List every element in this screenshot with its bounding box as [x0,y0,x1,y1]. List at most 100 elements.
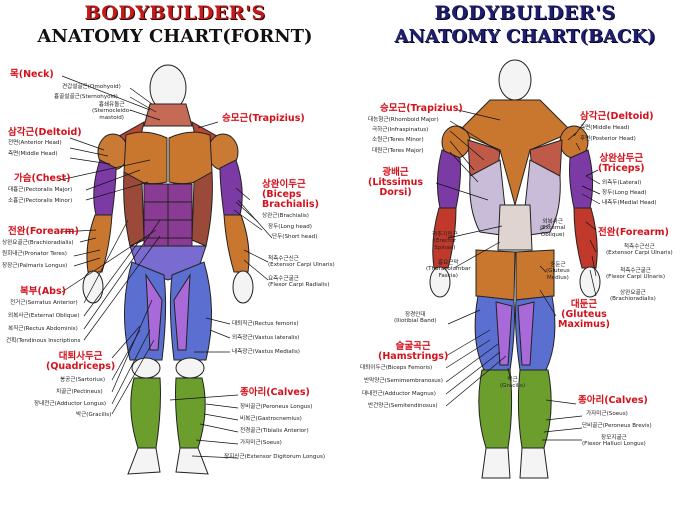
back-triceps-right [569,149,594,209]
front-label-soleus: 가자미근(Soeus) [240,440,282,446]
front-label-forearm: 전완(Forearm) [8,226,79,237]
back-label-long-head: 장두(Long Head) [602,190,647,196]
back-label-hamstrings: 슬굴곡근 (Hamstrings) [378,341,449,362]
front-label-quadriceps: 대퇴사두근 (Quadriceps) [46,351,116,372]
back-head [498,59,532,101]
front-label-tibialis-anterior: 전경골근(Tibialis Anterior) [240,428,309,434]
back-label-semitendinosus: 반건양근(Semitendinosus) [368,403,438,409]
back-label-teres-major: 대원근(Teres Major) [372,148,424,154]
front-label-neck: 목(Neck) [10,69,54,80]
back-label-forearm: 전완(Forearm) [598,227,669,238]
back-label-trapezius: 승모근(Trapizius) [380,103,463,114]
back-label-soleus: 가자미근(Soeus) [586,411,628,417]
front-label-peroneus-longus: 장비골근(Peroneus Longus) [240,404,313,410]
front-label-rectus-abdominis: 복직근(Rectus Abdominis) [8,326,78,332]
back-label-flexor-hallucis: 장모지굴근 (Flexor Halluci Longus) [582,435,646,448]
back-forearm-right [573,207,598,269]
front-label-omohyoid: 견갑설골근(Omohyoid) [62,84,121,90]
front-forearm-left [86,214,113,273]
back-label-brachioradialis: 상완요골근 (Brachioradialis) [610,290,656,303]
front-label-chest: 가슴(Chest) [14,173,71,184]
back-label-infraspinatus: 극하근(Infraspinatus) [372,127,429,133]
front-forearm-right [223,214,250,273]
back-label-semimembranosus: 반막양근(Semimembranosus) [364,378,443,384]
front-hand-right [232,270,254,304]
front-label-deltoid: 삼각근(Deltoid) [8,127,82,138]
front-label-pectoralis-major: 대흉근(Pectoralis Major) [8,187,73,193]
back-title-line2: ANATOMY CHART(BACK) [394,26,656,47]
front-serratus-left [123,171,145,247]
back-label-flexor-carpi-ulnaris: 척측수근굴근 (Flexor Carpi Ulnaris) [606,268,666,281]
front-foot-left [127,447,161,475]
front-label-extensor-digitorum: 장지신근(Extensor Digitorum Longus) [224,454,326,460]
front-label-extensor-carpi-ulnaris: 척측수근신근 (Extensor Carpi Ulnaris) [268,256,335,269]
front-body-figure [59,64,273,475]
back-adductor-right [517,301,535,366]
front-label-middle-head: 측면(Middle Head) [8,151,58,157]
back-label-rhomboid: 대능형근(Rhomboid Major) [368,117,439,123]
back-foot-right [519,447,549,479]
back-label-peroneus-brevis: 단비골근(Peroneus Brevis) [582,423,652,429]
back-hand-left [429,266,451,298]
back-foot-left [481,447,511,479]
front-label-sartorius: 봉공근(Sartorius) [60,377,106,383]
front-label-abs: 복부(Abs) [20,286,66,297]
back-label-medial-head: 내측두(Medial Head) [602,200,657,206]
back-erector-spinae [497,204,533,251]
back-triceps-left [436,149,461,209]
back-label-glutes: 대둔근 (Gluteus Maximus) [558,299,610,330]
front-label-short-head: 단두(Short head) [272,234,318,240]
front-label-serratus: 전거근(Serratus Anterior) [10,300,78,306]
front-label-flexor-carpi-radialis: 요측수근굴근 (Flexor Carpi Radialis) [268,276,330,289]
front-label-trapezius: 승모근(Trapizius) [222,113,305,124]
front-foot-right [175,447,209,475]
back-panel: BODYBULDER'S ANATOMY CHART(BACK) [350,0,700,521]
front-label-biceps: 상완이두근 (Biceps Brachialis) [262,179,319,210]
front-label-brachioradialis: 상완요골근(Brachioradialis) [2,240,74,246]
back-label-external-oblique: 외복사근 (External Oblique) [540,219,566,238]
back-label-gluteus-medius: 중둔근 (Gluteus Medius) [546,262,570,281]
back-body-figure [429,59,601,479]
front-label-gastrocnemius: 비복근(Gastrocnemius) [240,416,302,422]
front-calf-left [130,377,161,449]
front-label-long-head: 장두(Long head) [268,224,312,230]
front-label-pectoralis-minor: 소흉근(Pectoralis Minor) [8,198,73,204]
front-label-sternocleidomastoid: 흉쇄유돌근 (Sternocleido- mastoid) [92,102,132,121]
front-label-sternohyoid: 흉골설골근(Sternohyoid) [54,94,118,100]
back-label-extensor-carpi-ulnaris: 척측수근신근 (Extensor Carpi Ulnaris) [606,244,673,257]
front-knee-right [175,357,205,379]
front-serratus-right [191,171,213,247]
back-label-deltoid: 삼각근(Deltoid) [580,111,654,122]
front-label-pronator-teres: 원회내근(Pronator Teres) [2,251,67,257]
front-label-vastus-medialis: 내측광근(Vastus Medialis) [232,349,300,355]
front-label-pectineus: 치골근(Pectineus) [56,389,103,395]
back-adductor-left [495,301,513,366]
front-label-adductor-longus: 장내전근(Adductor Longus) [34,401,107,407]
front-calf-right [175,377,206,449]
front-label-palmaris-longus: 장장근(Palmaris Longus) [2,263,68,269]
back-label-calves: 종아리(Calves) [578,395,648,406]
back-label-lateral: 외측두(Lateral) [602,180,642,186]
front-label-vastus-lateralis: 외측광근(Vastus lateralis) [232,335,300,341]
back-label-biceps-femoris: 대퇴이두근(Biceps Femoris) [360,365,433,371]
front-knee-left [131,357,161,379]
front-label-anterior-head: 전면(Anterior Head) [8,140,62,146]
back-gluteus-left [475,249,516,301]
front-label-calves: 종아리(Calves) [240,387,310,398]
front-label-external-oblique: 외복사근(External Oblique) [8,313,80,319]
front-label-brachialis: 상완근(Brachialis) [262,213,309,219]
back-label-iliotibial: 장경인대 (Iliotibial Band) [394,312,437,325]
front-title-line2: ANATOMY CHART(FORNT) [37,26,313,47]
back-label-teres-minor: 소원근(Teres Minor) [372,137,424,143]
front-title-line1: BODYBULDER'S [84,2,266,24]
back-label-adductor-magnus: 대내전근(Adductor Magnus) [362,391,436,397]
back-label-lats: 광배근 (Litssimus Dorsi) [368,167,424,198]
back-label-middle-head: 측면(Middle Head) [580,125,630,131]
back-title-line1: BODYBULDER'S [434,2,616,24]
front-adductor-left [145,273,163,351]
back-label-triceps: 상완삼두근 (Triceps) [598,153,645,174]
back-label-thoracolumbar: 흉요근막 (Thoracolumbar Fascia) [426,260,471,279]
back-label-erector-spinae: 척추기립근 (Erector Spinae) [432,232,458,251]
front-adductor-right [173,273,191,351]
back-forearm-left [432,207,457,269]
